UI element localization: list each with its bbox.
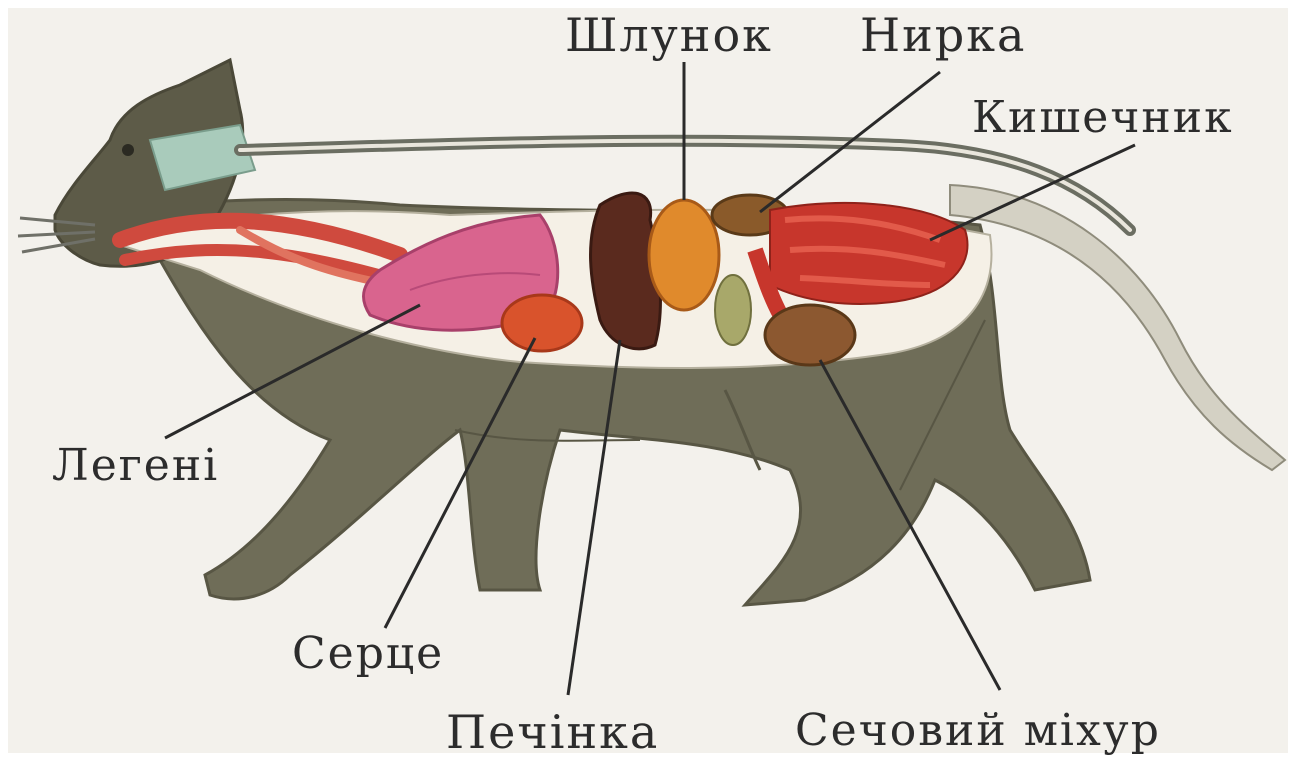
stomach [649,200,719,310]
label-kidney: Нирка [860,8,1026,62]
spleen [715,275,751,345]
label-intestine: Кишечник [972,92,1234,143]
heart [502,295,582,351]
label-bladder: Сечовий міхур [795,705,1161,756]
label-liver: Печінка [446,705,659,759]
label-stomach: Шлунок [565,8,773,62]
bladder [765,305,855,365]
label-heart: Серце [292,628,444,679]
label-lungs: Легені [52,440,219,491]
cat-eye [122,144,134,156]
